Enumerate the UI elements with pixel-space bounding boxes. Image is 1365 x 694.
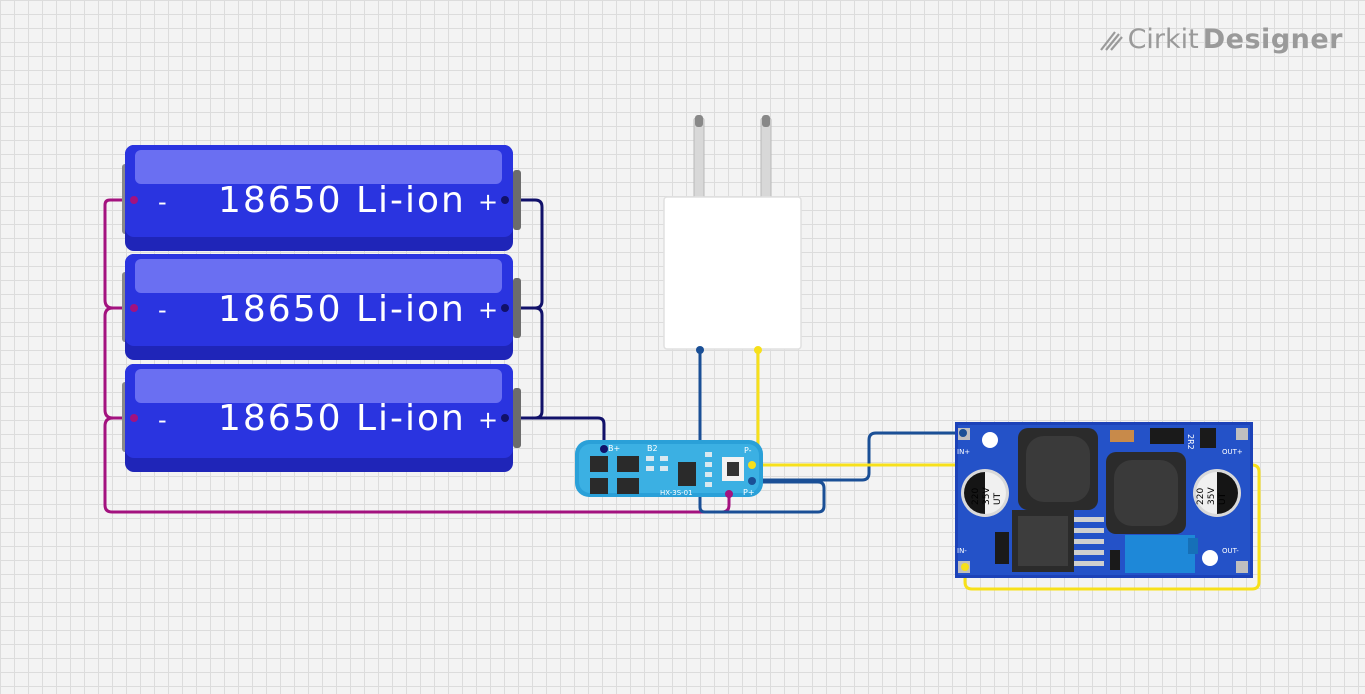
pin-bms-minus[interactable] [725,490,733,498]
battery-1-label: 18650 Li-ion [218,180,466,221]
pin-converter-in-minus[interactable] [961,563,969,571]
pin-battery-3-minus[interactable] [130,414,138,422]
pin-battery-2-minus[interactable] [130,304,138,312]
battery-pack[interactable]: - 18650 Li-ion + - 18650 Li-ion + - 1865… [122,145,521,472]
bms-p-minus-label: P- [744,446,752,455]
usb-wall-charger[interactable] [663,115,802,350]
cirkit-logo-icon [1099,30,1123,51]
pin-charger-negative[interactable] [696,346,704,354]
battery-3-plus-label: + [478,406,498,434]
bms-3s-board[interactable]: B+ B2 HX-3S-01 P- P+ [575,440,763,497]
capacitor-2-brand: UT [1218,492,1228,505]
battery-18650-2[interactable]: - 18650 Li-ion + [122,254,521,360]
potentiometer[interactable] [1125,535,1195,573]
wire-yellow-to-converter [750,463,1261,591]
regulator-ic [1012,510,1104,572]
in-plus-label: IN+ [957,448,970,456]
capacitor-2: 220 35V UT [1193,469,1241,517]
capacitor-1-brand: UT [993,492,1003,505]
pin-bms-b-plus[interactable] [600,445,608,453]
battery-18650-1[interactable]: - 18650 Li-ion + [122,145,521,251]
inductor-1 [1018,428,1098,510]
battery-2-plus-label: + [478,296,498,324]
pin-charger-positive[interactable] [754,346,762,354]
bms-b2-label: B2 [647,444,658,453]
pin-bms-p-minus[interactable] [748,461,756,469]
battery-2-label: 18650 Li-ion [218,289,466,330]
capacitor-1: 220 35V UT [961,469,1009,517]
wire-battery-plus-to-bms [503,416,606,451]
pin-battery-1-minus[interactable] [130,196,138,204]
pin-battery-3-plus[interactable] [501,414,509,422]
inductor-code-label: 2R2 [1186,434,1195,450]
pin-battery-2-plus[interactable] [501,304,509,312]
bms-model-label: HX-3S-01 [660,489,693,497]
pin-converter-in-plus[interactable] [959,429,967,437]
out-plus-label: OUT+ [1222,448,1243,456]
connection-points [130,196,969,571]
inductor-2 [1106,452,1186,534]
battery-3-minus-label: - [158,406,167,434]
pin-battery-1-plus[interactable] [501,196,509,204]
dc-dc-boost-converter[interactable]: 2R2 220 35V UT 220 35V UT [955,422,1253,578]
battery-2-minus-label: - [158,296,167,324]
capacitor-2-voltage: 35V [1207,487,1217,505]
logo-text-cirkit: Cirkit [1127,24,1199,55]
wire-battery-minus-to-bms [103,416,731,514]
capacitor-1-voltage: 35V [982,487,992,505]
capacitor-2-value: 220 [1196,488,1206,505]
battery-18650-3[interactable]: - 18650 Li-ion + [122,364,521,472]
bms-p-plus-label: P+ [743,488,755,497]
capacitor-1-value: 220 [971,488,981,505]
bms-b-plus-label: B+ [608,444,620,453]
in-minus-label: IN- [957,547,967,555]
wires [103,198,1261,591]
cirkit-designer-logo: Cirkit Designer [1098,24,1343,55]
battery-3-label: 18650 Li-ion [218,398,466,439]
battery-1-minus-label: - [158,188,167,216]
logo-text-designer: Designer [1202,24,1343,55]
out-minus-label: OUT- [1222,547,1239,555]
wire-charger-neg-to-bms [698,348,826,514]
pin-bms-p-plus[interactable] [748,477,756,485]
battery-1-plus-label: + [478,188,498,216]
wire-bms-to-converter-in-plus [750,431,965,482]
